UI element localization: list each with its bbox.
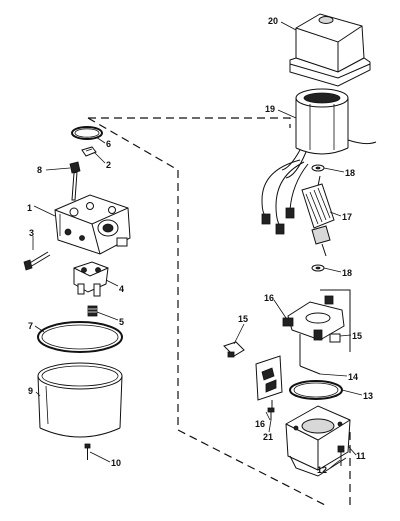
callout-16b: 16 — [255, 419, 265, 429]
filter — [87, 305, 98, 317]
callout-21: 21 — [263, 432, 273, 442]
brush-holder — [223, 341, 245, 358]
callout-19: 19 — [265, 104, 275, 114]
washer-top — [311, 164, 325, 172]
screw-3 — [23, 251, 51, 271]
callout-5: 5 — [119, 317, 124, 327]
o-ring-large — [37, 321, 123, 353]
callout-9: 9 — [28, 386, 33, 396]
callout-17: 17 — [342, 212, 352, 222]
callout-11: 11 — [356, 451, 366, 461]
callout-3: 3 — [29, 228, 34, 238]
assembly-dashed-lines — [87, 117, 351, 506]
pump-element — [73, 261, 109, 297]
callout-18a: 18 — [345, 168, 355, 178]
callout-13: 13 — [363, 391, 373, 401]
fill-plug — [69, 161, 81, 201]
callout-1: 1 — [27, 203, 32, 213]
callout-7: 7 — [28, 321, 33, 331]
callout-15b: 15 — [352, 331, 362, 341]
brush-plate-assembly — [287, 289, 351, 366]
reservoir — [37, 362, 123, 438]
o-ring-motor — [289, 380, 343, 400]
screw-12 — [337, 445, 345, 466]
armature — [301, 175, 335, 257]
clip-part — [81, 146, 97, 157]
brush-top — [282, 317, 294, 327]
callout-8: 8 — [37, 165, 42, 175]
callout-4: 4 — [119, 284, 124, 294]
screw-21 — [267, 407, 275, 420]
callout-20: 20 — [268, 16, 278, 26]
callout-12: 12 — [317, 465, 327, 475]
callout-15a: 15 — [238, 314, 248, 324]
callout-2: 2 — [106, 160, 111, 170]
callout-6: 6 — [106, 139, 111, 149]
pump-body — [54, 194, 131, 255]
motor-field-frame — [281, 88, 377, 179]
leader-lines — [32, 21, 363, 469]
callout-14: 14 — [348, 372, 358, 382]
motor-base — [285, 405, 351, 477]
callout-16a: 16 — [264, 293, 274, 303]
o-ring-small — [71, 126, 103, 140]
callout-10: 10 — [111, 458, 121, 468]
screw-14 — [299, 365, 321, 375]
screw-10 — [84, 443, 91, 460]
callout-18b: 18 — [342, 268, 352, 278]
field-wires — [261, 159, 309, 235]
washer-bottom — [311, 264, 325, 272]
motor-end-cap — [289, 13, 371, 87]
terminal-bracket — [255, 355, 283, 410]
